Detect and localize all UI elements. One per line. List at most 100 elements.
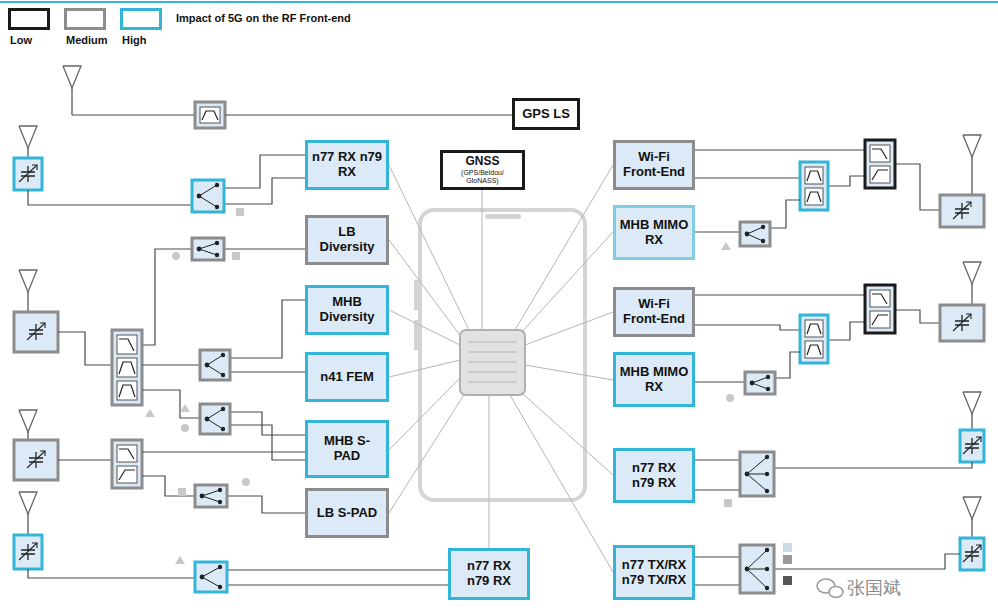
antenna	[963, 392, 981, 414]
switch-throw	[199, 249, 217, 255]
gnss-box: GNSS(GPS/Beidou/ GloNASS)	[440, 150, 525, 190]
legend-title: Impact of 5G on the RF Front-end	[176, 12, 351, 24]
antenna-tuner	[960, 538, 984, 570]
marker	[175, 556, 185, 564]
filter	[117, 335, 137, 354]
wire	[695, 149, 865, 150]
filter-curve	[202, 111, 218, 120]
wire	[142, 249, 192, 345]
filter-curve	[807, 192, 821, 202]
switch-throw	[199, 196, 217, 207]
phone-button	[414, 280, 419, 310]
phone-notch	[485, 214, 521, 219]
switch-throw	[199, 185, 217, 196]
filter	[870, 166, 890, 183]
tune-arrow	[19, 543, 37, 560]
marker	[180, 404, 190, 412]
filter-curve	[119, 470, 135, 480]
antenna-stem	[971, 414, 972, 430]
antenna-tuner	[14, 535, 42, 569]
chip-trace	[389, 360, 460, 377]
tune-arrow	[953, 314, 971, 331]
switch-contact	[221, 373, 225, 377]
switch-throw	[747, 550, 767, 569]
switch-pole	[745, 232, 750, 237]
wire	[828, 322, 865, 340]
antenna-stem	[971, 157, 972, 195]
antenna	[963, 497, 981, 519]
filter-bank	[800, 162, 828, 210]
switch-contact	[221, 353, 225, 357]
marker	[783, 555, 792, 564]
switch-pole	[200, 575, 205, 580]
chip-trace	[510, 395, 613, 572]
switch-throw	[207, 419, 223, 429]
wire	[58, 332, 112, 365]
chip-trace	[525, 312, 613, 345]
filter-curve	[872, 170, 888, 180]
filter	[805, 188, 823, 205]
legend-swatch	[64, 8, 106, 30]
chip-trace	[389, 165, 470, 332]
switch-contact	[765, 472, 769, 476]
gps-box: GPS LS	[512, 98, 580, 130]
antenna-tuner	[14, 440, 58, 480]
switch-throw	[747, 457, 767, 474]
wire	[695, 381, 745, 382]
antenna-tuner	[14, 158, 42, 190]
antenna	[963, 135, 981, 157]
filter	[870, 290, 890, 307]
switch-pole	[745, 472, 750, 477]
switch-contact	[221, 407, 225, 411]
filter-curve	[807, 171, 821, 181]
tune-arrow	[963, 545, 981, 562]
filter-curve	[119, 449, 134, 459]
chip-trace	[389, 393, 465, 513]
switch-contact	[766, 387, 770, 391]
wire	[224, 248, 305, 249]
wire	[695, 325, 800, 330]
filter	[117, 445, 137, 462]
box-sublabel: (GPS/Beidou/ GloNASS)	[446, 169, 519, 184]
mimo-module: MHB MIMO RX	[613, 352, 695, 407]
rf-switch	[200, 404, 230, 434]
filter	[805, 341, 823, 358]
box-label: n41 FEM	[320, 370, 373, 385]
tune-arrowhead	[32, 543, 37, 548]
rf-switch	[740, 452, 774, 496]
antenna	[19, 270, 37, 292]
tune-arrowhead	[40, 451, 45, 456]
filter	[805, 167, 823, 184]
switch-contact	[765, 567, 769, 571]
legend-label: High	[122, 34, 146, 46]
wechat-icon	[829, 587, 843, 598]
wire	[227, 584, 448, 585]
switch-throw	[199, 243, 217, 249]
wire	[227, 496, 305, 513]
wire	[895, 164, 940, 210]
wire	[225, 114, 512, 115]
wire	[224, 178, 305, 204]
tune-arrow	[27, 451, 45, 468]
box-label: LB S-PAD	[317, 506, 377, 521]
switch-pole	[200, 494, 205, 499]
antenna-stem	[971, 284, 972, 305]
chip-pattern	[468, 351, 517, 353]
tune-arrow	[19, 165, 37, 182]
box-label: MHB Diversity	[311, 295, 383, 325]
box-label: n77 TX/RX n79 TX/RX	[619, 558, 689, 588]
wire	[695, 231, 740, 232]
marker	[172, 252, 180, 260]
switch-contact	[765, 548, 769, 552]
wire	[895, 310, 940, 323]
wire	[28, 190, 192, 205]
switch-contact	[765, 586, 769, 590]
wire	[775, 352, 800, 378]
fem-module: n41 FEM	[305, 352, 389, 402]
legend-swatch	[120, 8, 162, 30]
filter	[117, 381, 137, 400]
filter	[117, 466, 137, 483]
tune-arrow	[953, 202, 971, 219]
wire	[695, 177, 800, 178]
chip-trace	[525, 365, 613, 380]
